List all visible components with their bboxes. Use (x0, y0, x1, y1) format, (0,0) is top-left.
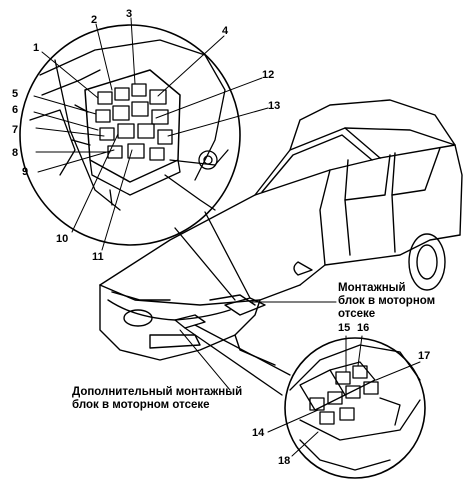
callout-4: 4 (222, 25, 229, 37)
aux-block-label-leader (179, 329, 231, 391)
main-block-zoom-line (174, 227, 236, 301)
main-block-label-line-2: блок в моторном (338, 295, 436, 307)
aux-block-zoom-line (184, 327, 283, 396)
main-block-leader-lines (33, 17, 269, 251)
callout-16: 16 (357, 322, 370, 334)
aux-block-label-line-2: блок в моторном отсеке (72, 399, 210, 411)
callout-17: 17 (418, 350, 431, 362)
callout-10: 10 (56, 233, 69, 245)
callout-12: 12 (262, 69, 275, 81)
main-block-label-line-3: отсеке (338, 308, 376, 320)
aux-block-leader-lines (267, 335, 421, 457)
callout-6: 6 (12, 104, 19, 116)
callout-2: 2 (91, 14, 98, 26)
callout-1: 1 (33, 42, 40, 54)
main-block-label-line-1: Монтажный (338, 282, 406, 294)
callout-9: 9 (22, 166, 29, 178)
aux-block-label: Дополнительный монтажный блок в моторном… (72, 386, 242, 412)
main-block-label: Монтажный блок в моторном отсеке (338, 282, 435, 321)
main-block-zoom-line (204, 211, 251, 299)
callout-3: 3 (126, 8, 133, 20)
vehicle-body (99, 99, 463, 366)
aux-block-magnified-view (284, 337, 426, 479)
callout-18: 18 (278, 455, 291, 467)
callout-5: 5 (12, 88, 19, 100)
aux-block-zoom-line (194, 324, 291, 376)
callout-8: 8 (12, 147, 19, 159)
callout-13: 13 (268, 100, 281, 112)
callout-14: 14 (252, 427, 265, 439)
callout-7: 7 (12, 124, 19, 136)
callout-11: 11 (92, 251, 104, 263)
callout-15: 15 (338, 322, 351, 334)
aux-block-label-line-1: Дополнительный монтажный (72, 386, 243, 398)
main-block-magnified-view (19, 24, 241, 246)
